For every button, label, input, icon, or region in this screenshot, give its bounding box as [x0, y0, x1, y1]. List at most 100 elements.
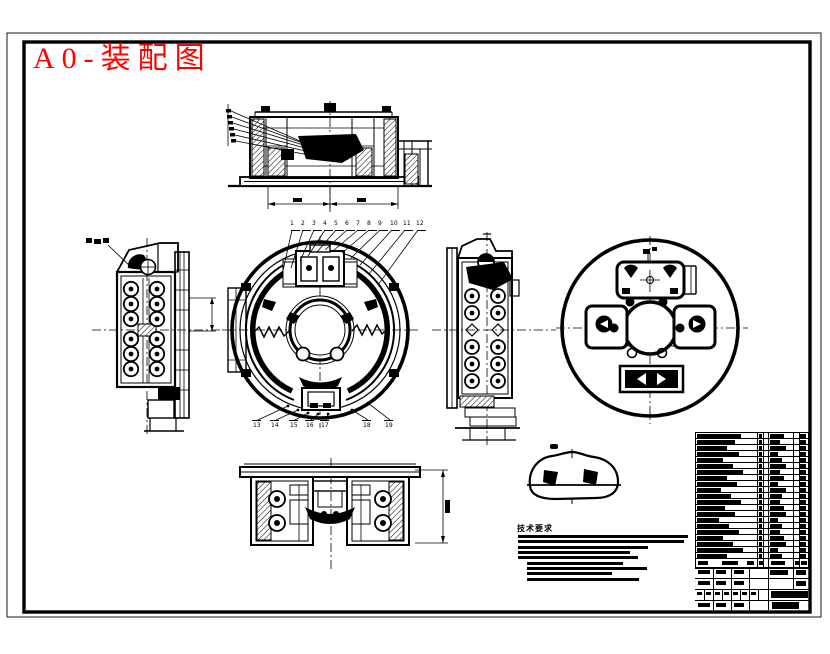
- view-bottom-section: [239, 458, 450, 570]
- bom-cell-qty: [758, 434, 762, 438]
- bom-cell-material: [770, 518, 778, 522]
- bom-cell-remark: [800, 440, 806, 444]
- bom-cell-name: [697, 440, 735, 444]
- bom-cell-qty: [758, 518, 762, 522]
- balloon-bar: [362, 420, 371, 422]
- balloon-bar: [335, 229, 344, 231]
- bom-cell-name: [697, 536, 723, 540]
- spring-coils-right-view: [464, 288, 506, 389]
- balloon-number-top: 4: [323, 220, 327, 227]
- bom-grid-hline: [695, 546, 810, 547]
- spring-coils-left-view: [122, 280, 166, 378]
- bom-cell-material: [770, 536, 784, 540]
- bom-cell-name: [697, 500, 741, 504]
- bom-grid-hline: [695, 498, 810, 499]
- bom-header-cell: [795, 560, 800, 565]
- bom-cell-name: [697, 452, 739, 456]
- titleblock-line: [695, 567, 810, 569]
- balloon-bar: [289, 420, 298, 422]
- bom-cell-name: [697, 554, 727, 558]
- notes-line: [527, 567, 647, 571]
- bom-cell-material: [770, 506, 784, 510]
- titleblock-line: [768, 567, 769, 610]
- balloon-number-top: 1: [290, 220, 294, 227]
- notes-line: [518, 540, 684, 544]
- hub-circle: [288, 298, 352, 362]
- balloon-bar: [324, 229, 333, 231]
- notes-line: [518, 535, 688, 538]
- balloon-number-top: 9: [378, 220, 382, 227]
- drum-outer-circle: [230, 240, 410, 420]
- bom-grid-hline: [695, 444, 810, 445]
- bom-cell-qty: [758, 440, 762, 444]
- bom-cell-remark: [800, 464, 806, 468]
- balloon-number-top: 3: [312, 220, 316, 227]
- bom-cell-material: [770, 554, 782, 558]
- view-backing-plate: [556, 236, 748, 424]
- balloon-number-bottom: 19: [385, 422, 393, 429]
- titleblock-text: [716, 603, 726, 607]
- bom-cell-name: [697, 542, 733, 546]
- balloon-bar: [320, 420, 329, 422]
- return-spring-left: [252, 325, 290, 339]
- bom-cell-material: [770, 440, 780, 444]
- wheel-cylinder: [282, 244, 358, 288]
- balloon-number-bottom: 13: [253, 422, 261, 429]
- bom-cell-remark: [800, 434, 806, 438]
- bom-header-cell: [747, 560, 754, 565]
- bom-cell-material: [770, 530, 780, 534]
- notes-line: [518, 556, 638, 560]
- bom-cell-qty: [758, 470, 762, 474]
- bom-grid-vline: [808, 432, 809, 567]
- bom-cell-qty: [758, 446, 762, 450]
- bom-header-cell: [759, 560, 764, 565]
- bom-cell-qty: [758, 452, 762, 456]
- titleblock-text: [724, 592, 729, 595]
- bom-cell-name: [697, 506, 725, 510]
- bom-cell-name: [697, 434, 741, 438]
- bom-cell-name: [697, 464, 733, 468]
- balloon-number-bottom: 17: [321, 422, 329, 429]
- bom-cell-remark: [800, 494, 806, 498]
- bom-cell-remark: [800, 554, 806, 558]
- titleblock-line: [722, 589, 723, 600]
- titleblock-text: [770, 570, 788, 575]
- bom-grid-hline: [695, 474, 810, 475]
- bom-cell-remark: [800, 506, 806, 510]
- bom-grid-hline: [695, 534, 810, 535]
- bom-cell-remark: [800, 446, 806, 450]
- bom-cell-material: [770, 500, 780, 504]
- return-spring-right: [351, 323, 388, 337]
- balloon-number-top: 11: [403, 220, 411, 227]
- bom-cell-remark: [800, 470, 806, 474]
- bom-grid-hline: [695, 438, 810, 439]
- bom-cell-remark: [800, 488, 806, 492]
- bom-cell-material: [770, 512, 786, 516]
- bom-cell-material: [770, 494, 782, 498]
- bom-cell-qty: [758, 500, 762, 504]
- bom-cell-qty: [758, 458, 762, 462]
- bom-cell-name: [697, 530, 739, 534]
- bom-grid-vline: [768, 432, 769, 567]
- adjuster-slot-bottom: [618, 364, 685, 394]
- bom-cell-name: [697, 458, 723, 462]
- backing-plate-circle: [560, 238, 740, 418]
- tech-requirements-heading: 技术要求: [517, 524, 553, 533]
- bom-grid-hline: [695, 540, 810, 541]
- bom-grid-hline: [695, 492, 810, 493]
- balloon-number-top: 7: [356, 220, 360, 227]
- balloon-number-bottom: 14: [271, 422, 279, 429]
- bom-cell-qty: [758, 554, 762, 558]
- titleblock-text: [698, 581, 710, 585]
- bom-grid-hline: [695, 450, 810, 451]
- cylinder-mount-top: [615, 260, 697, 300]
- bottom-left-block: [250, 476, 314, 546]
- bom-cell-remark: [800, 476, 806, 480]
- bom-cell-name: [697, 518, 719, 522]
- bom-cell-qty: [758, 488, 762, 492]
- titleblock-text: [697, 592, 702, 595]
- titleblock-text: [733, 592, 738, 595]
- bom-cell-material: [770, 464, 786, 468]
- view-detail: [527, 444, 621, 504]
